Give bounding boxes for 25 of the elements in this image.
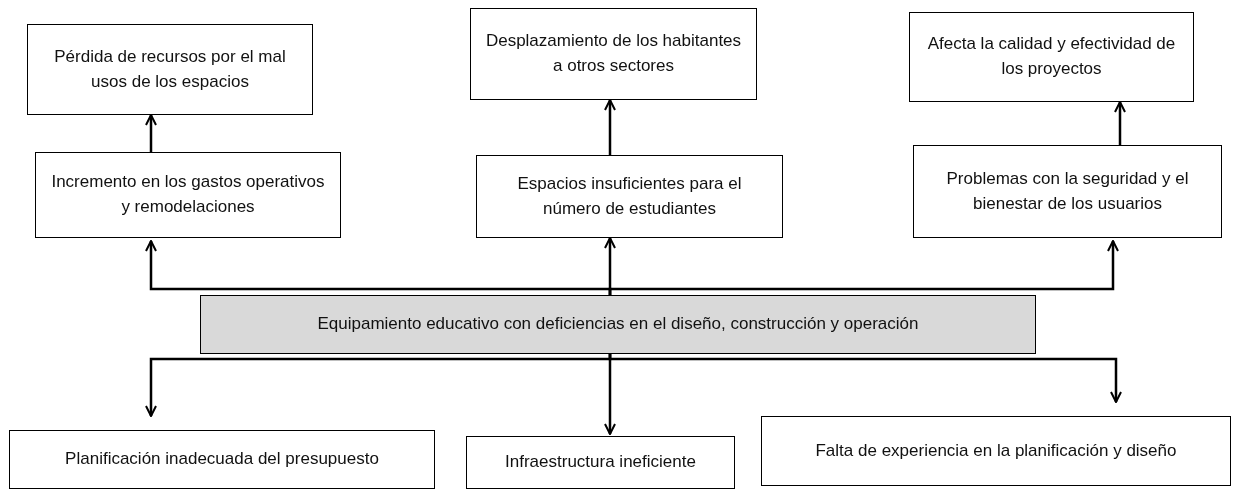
- box-text: Planificación inadecuada del presupuesto: [65, 448, 379, 471]
- arrow: [604, 99, 616, 155]
- box-text: Falta de experiencia en la planificación y diseño: [815, 439, 1177, 462]
- arrow: [608, 353, 1122, 403]
- arrow: [1114, 101, 1126, 145]
- process-box: [27, 24, 313, 115]
- process-box: [909, 12, 1194, 102]
- process-box: [9, 430, 435, 489]
- box-text: Desplazamiento de los habitantes a otros sectores: [484, 30, 743, 77]
- process-box: [476, 155, 783, 238]
- process-box: [761, 416, 1231, 486]
- box-text: Infraestructura ineficiente: [505, 451, 696, 474]
- arrow: [145, 114, 157, 152]
- central-problem-box: [200, 295, 1036, 354]
- box-text: Afecta la calidad y efectividad de los proyectos: [926, 33, 1177, 80]
- process-box: [470, 8, 757, 100]
- arrow: [608, 240, 1119, 295]
- box-text: Incremento en los gastos operativos y remodelaciones: [50, 171, 326, 218]
- process-box: [466, 436, 735, 489]
- process-box: [913, 145, 1222, 238]
- box-text: Pérdida de recursos por el mal usos de los espacios: [53, 45, 287, 93]
- box-text: Espacios insuficientes para el número de estudiantes: [516, 172, 743, 220]
- box-text: Equipamiento educativo con deficiencias en el diseño, construcción y operación: [317, 313, 919, 336]
- box-text: Problemas con la seguridad y el bienestar de los usuarios: [945, 167, 1190, 215]
- process-box: [35, 152, 341, 238]
